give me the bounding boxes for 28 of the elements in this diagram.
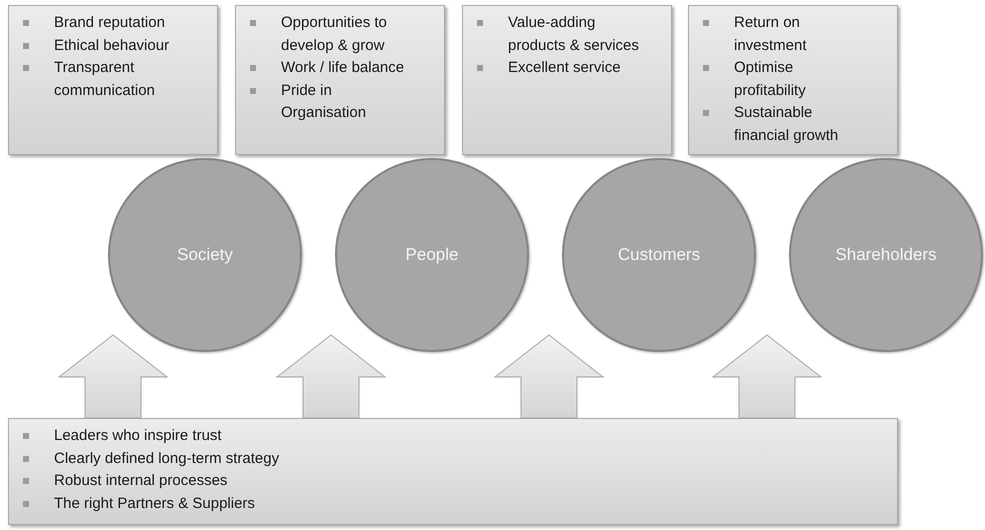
list-item: Return on investment	[734, 13, 808, 56]
list-item: The right Partners & Suppliers	[54, 494, 255, 514]
text-box	[688, 5, 898, 155]
block-arrow	[276, 334, 386, 418]
list-item: Ethical behaviour	[54, 36, 170, 56]
list-item: Work / life balance	[281, 58, 406, 78]
text-box	[462, 5, 672, 155]
circle-label: People	[406, 244, 458, 266]
list-item: Robust internal processes	[54, 471, 228, 491]
text-box	[8, 418, 898, 525]
block-arrow	[712, 334, 822, 418]
circle-label: Customers	[618, 244, 700, 266]
circle-label: Society	[177, 244, 233, 266]
list-item: Value-adding products & services	[508, 13, 640, 56]
list-item: Optimise profitability	[734, 58, 807, 100]
list-item: Sustainable financial growth	[734, 103, 840, 146]
list-item: Transparent communication	[54, 58, 156, 100]
list-item: Leaders who inspire trust	[54, 426, 222, 446]
list-item: Opportunities to develop & grow	[281, 13, 388, 56]
list-item: Clearly defined long-term strategy	[54, 448, 280, 468]
circle-label: Shareholders	[835, 244, 937, 266]
text-box	[8, 5, 218, 155]
block-arrow	[58, 334, 168, 418]
list-item: Pride in Organisation	[281, 80, 368, 123]
list-item: Brand reputation	[54, 13, 166, 33]
text-box	[235, 5, 445, 155]
list-item: Excellent service	[508, 58, 622, 78]
block-arrow	[494, 334, 604, 418]
